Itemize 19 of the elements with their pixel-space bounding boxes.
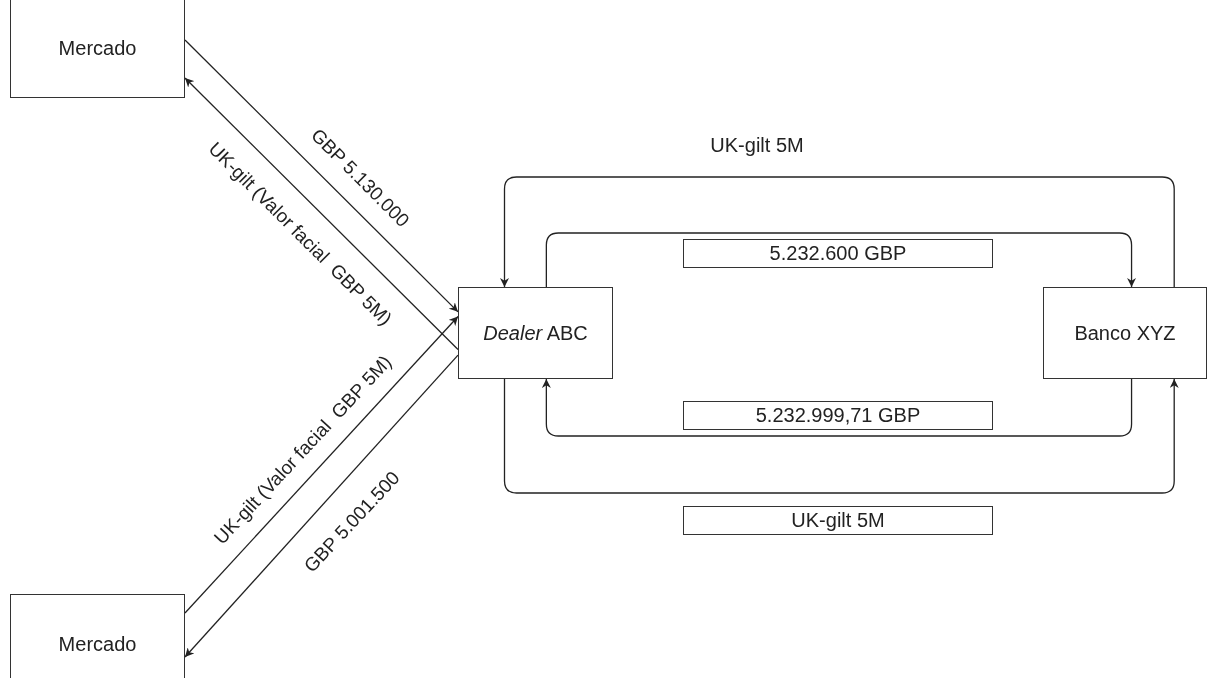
edge-label: 5.232.999,71 GBP — [683, 401, 993, 430]
entity-name: Banco XYZ — [1074, 321, 1176, 345]
arrow — [541, 378, 1133, 437]
entity-box — [10, 594, 185, 678]
entity-box — [458, 287, 613, 379]
arrow — [503, 378, 1179, 494]
edge-label: UK-gilt 5M — [683, 506, 993, 535]
edge-label: 5.232.600 GBP — [683, 239, 993, 268]
entity-name: Mercado — [58, 632, 137, 656]
arrow — [184, 354, 459, 658]
entity-name: Mercado — [58, 36, 137, 60]
entity-box — [10, 0, 185, 98]
entity-box — [1043, 287, 1207, 379]
arrow — [184, 315, 459, 614]
arrow — [545, 232, 1137, 288]
arrow — [184, 77, 459, 351]
arrow — [500, 176, 1175, 288]
entity-name: Dealer ABC — [483, 321, 588, 345]
arrow — [184, 39, 459, 313]
